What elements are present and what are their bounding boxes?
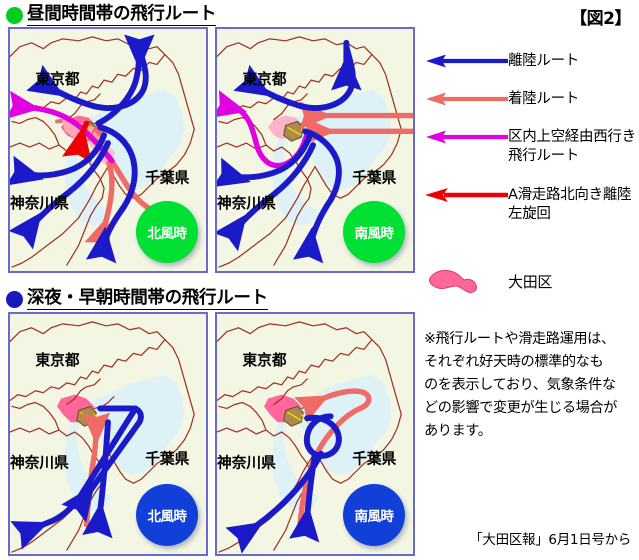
legend-label-ota-ward: 大田区 [508, 272, 553, 291]
magenta-arrow-icon [424, 128, 508, 144]
legend-label-landing: 着陸ルート [508, 91, 579, 108]
svg-text:千葉県: 千葉県 [352, 168, 396, 186]
section-heading-night: 深夜・早朝時間帯の飛行ルート [6, 288, 268, 311]
svg-text:千葉県: 千葉県 [145, 168, 189, 186]
map-panel-daytime-north-wind[interactable]: 東京都 千葉県 神奈川県 北風時 [8, 27, 208, 273]
badge-south-wind-daytime: 南風時 [343, 201, 405, 263]
legend-label-westbound: 区内上空経由西行き 飛行ルート [508, 129, 636, 165]
section-heading-daytime: 昼間時間帯の飛行ルート [6, 4, 217, 27]
svg-text:神奈川県: 神奈川県 [10, 194, 69, 212]
svg-text:神奈川県: 神奈川県 [217, 453, 276, 471]
legend-item-runway-a-leftturn: A滑走路北向き離陸 左旋回 [424, 186, 636, 224]
map-panel-daytime-south-wind[interactable]: 東京都 千葉県 神奈川県 南風時 [215, 27, 415, 273]
map-panel-night-north-wind[interactable]: 東京都 千葉県 神奈川県 北風時 [8, 312, 208, 556]
legend-label-takeoff: 離陸ルート [508, 53, 579, 69]
pink-arrow-icon [424, 90, 508, 106]
note-text: ※飛行ルートや滑走路運用は、 それぞれ好天時の標準的なも のを表示しており、気象… [424, 331, 618, 439]
ota-ward-shape-icon [424, 266, 508, 296]
svg-text:東京都: 東京都 [242, 351, 286, 369]
source-attribution: 「大田区報」6月1日号から [469, 532, 631, 548]
legend: 離陸ルート 着陸ルート 区内上空経由西行き 飛行ルート [424, 52, 636, 243]
legend-item-takeoff: 離陸ルート [424, 52, 636, 71]
svg-text:神奈川県: 神奈川県 [217, 194, 276, 212]
blue-arrow-icon [424, 52, 508, 68]
svg-text:東京都: 東京都 [35, 351, 79, 369]
green-circle-bullet-icon [6, 6, 23, 24]
red-arrow-icon [424, 186, 508, 202]
legend-label-runway-a-leftturn: A滑走路北向き離陸 左旋回 [508, 186, 632, 222]
legend-item-westbound: 区内上空経由西行き 飛行ルート [424, 128, 636, 166]
blue-circle-bullet-icon [6, 290, 23, 308]
badge-north-wind-daytime: 北風時 [136, 201, 198, 263]
svg-text:東京都: 東京都 [35, 70, 79, 88]
figure-label: 【図2】 [570, 9, 631, 29]
badge-south-wind-night: 南風時 [343, 484, 405, 546]
section-title-night: 深夜・早朝時間帯の飛行ルート [27, 288, 268, 311]
section-title-daytime: 昼間時間帯の飛行ルート [27, 4, 217, 27]
map-panel-night-south-wind[interactable]: 東京都 千葉県 神奈川県 南風時 [215, 312, 415, 556]
legend-item-landing: 着陸ルート [424, 90, 636, 109]
svg-text:千葉県: 千葉県 [352, 449, 396, 467]
legend-item-ota-ward: 大田区 [424, 266, 636, 296]
svg-text:千葉県: 千葉県 [145, 449, 189, 467]
svg-text:神奈川県: 神奈川県 [10, 453, 69, 471]
svg-text:東京都: 東京都 [242, 70, 286, 88]
badge-north-wind-night: 北風時 [136, 484, 198, 546]
